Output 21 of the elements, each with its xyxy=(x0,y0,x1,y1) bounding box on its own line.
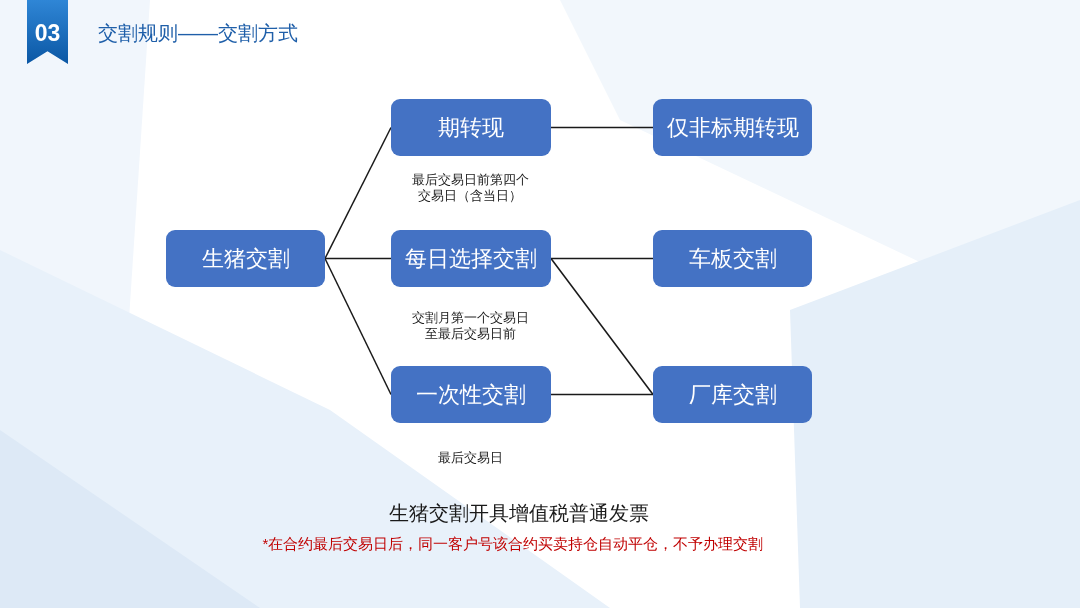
process-box: 每日选择交割 xyxy=(391,230,551,287)
connector-line xyxy=(550,393,654,396)
process-box: 厂库交割 xyxy=(653,366,812,423)
slide-title: 交割规则——交割方式 xyxy=(98,21,298,45)
process-box: 期转现 xyxy=(391,99,551,156)
section-number-tab: 03 xyxy=(27,0,68,64)
connector-line xyxy=(324,257,392,396)
note-text: 最后交易日 xyxy=(436,450,504,466)
connector-line xyxy=(550,257,654,260)
note-text: 最后交易日前第四个交易日（含当日） xyxy=(410,172,530,204)
process-box: 生猪交割 xyxy=(166,230,325,287)
connector-line xyxy=(324,126,392,260)
connector-line xyxy=(324,257,392,260)
connector-line xyxy=(550,126,654,129)
connector-line xyxy=(550,257,654,396)
warning-note: *在合约最后交易日后，同一客户号该合约买卖持仓自动平仓，不予办理交割 xyxy=(262,535,764,554)
note-text: 交割月第一个交易日至最后交易日前 xyxy=(410,310,530,342)
process-box: 一次性交割 xyxy=(391,366,551,423)
invoice-note: 生猪交割开具增值税普通发票 xyxy=(389,501,649,526)
process-box: 仅非标期转现 xyxy=(653,99,812,156)
process-box: 车板交割 xyxy=(653,230,812,287)
